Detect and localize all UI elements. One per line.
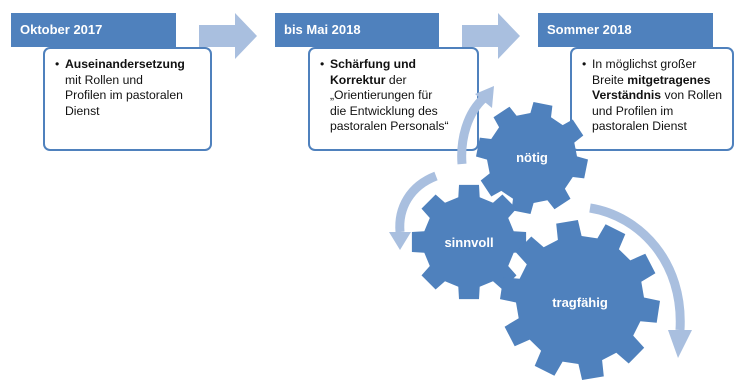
gear-sinnvoll bbox=[411, 184, 527, 300]
gear-label-noetig: nötig bbox=[516, 150, 548, 165]
card-line: mit Rollen und bbox=[65, 73, 202, 89]
gear-label-tragfaehig: tragfähig bbox=[552, 295, 608, 310]
card-text: die Entwicklung des bbox=[330, 103, 438, 118]
card-text-bold: mitgetragenes bbox=[627, 72, 711, 87]
card-text: Profilen im pastoralen bbox=[65, 88, 183, 102]
card-line: pastoralen Dienst bbox=[592, 119, 724, 135]
card-line: die Entwicklung des bbox=[330, 104, 469, 120]
bullet-glyph: • bbox=[582, 57, 587, 71]
cycle-arrow-left-head bbox=[389, 232, 411, 250]
card-text: und Profilen im bbox=[592, 103, 674, 118]
bullet-glyph: • bbox=[55, 57, 60, 71]
card-text: mit Rollen und bbox=[65, 72, 143, 87]
stage-title: Sommer 2018 bbox=[547, 22, 632, 37]
card-text: pastoralen Personals“ bbox=[330, 119, 449, 133]
cycle-arrow-right-head bbox=[668, 330, 692, 358]
process-arrow-1 bbox=[199, 13, 257, 59]
card-text: „Orientierungen für bbox=[330, 88, 433, 102]
card-line: Dienst bbox=[65, 104, 202, 120]
process-arrow-2 bbox=[462, 13, 520, 59]
cycle-arrow-up bbox=[457, 94, 488, 165]
card-text: In möglichst großer bbox=[592, 57, 697, 71]
card-text: Dienst bbox=[65, 103, 100, 118]
card-text-bold: Korrektur bbox=[330, 72, 386, 87]
card-line: In möglichst großer bbox=[592, 57, 724, 73]
stage-header-sommer-2018: Sommer 2018 bbox=[538, 13, 713, 47]
card-text: Breite bbox=[592, 72, 628, 87]
cycle-arrow-right bbox=[589, 203, 685, 331]
card-line: Auseinandersetzung bbox=[65, 57, 202, 73]
stage-title: bis Mai 2018 bbox=[284, 22, 361, 37]
card-text: von Rollen bbox=[661, 88, 723, 102]
card-text-bold: Verständnis bbox=[592, 88, 662, 102]
card-line: Verständnis von Rollen bbox=[592, 88, 724, 104]
card-line: Breite mitgetragenes bbox=[592, 73, 724, 89]
card-text: der bbox=[385, 72, 407, 87]
gear-label-sinnvoll: sinnvoll bbox=[444, 235, 493, 250]
card-line: „Orientierungen für bbox=[330, 88, 469, 104]
bullet-glyph: • bbox=[320, 57, 325, 71]
card-line: und Profilen im bbox=[592, 104, 724, 120]
cycle-arrow-up-head bbox=[475, 86, 494, 108]
card-line: Profilen im pastoralen bbox=[65, 88, 202, 104]
gear-tragfaehig bbox=[500, 220, 660, 380]
card-text: pastoralen Dienst bbox=[592, 119, 687, 133]
cycle-arrow-left bbox=[395, 171, 438, 233]
card-line: Korrektur der bbox=[330, 73, 469, 89]
card-line: pastoralen Personals“ bbox=[330, 119, 469, 135]
stage-header-bis-mai-2018: bis Mai 2018 bbox=[275, 13, 439, 47]
gear-noetig bbox=[476, 102, 588, 214]
card-text-bold: Auseinandersetzung bbox=[65, 57, 185, 71]
stage-title: Oktober 2017 bbox=[20, 22, 103, 37]
card-line: Schärfung und bbox=[330, 57, 469, 73]
stage-header-oktober-2017: Oktober 2017 bbox=[11, 13, 176, 47]
card-text-bold: Schärfung und bbox=[330, 57, 416, 71]
